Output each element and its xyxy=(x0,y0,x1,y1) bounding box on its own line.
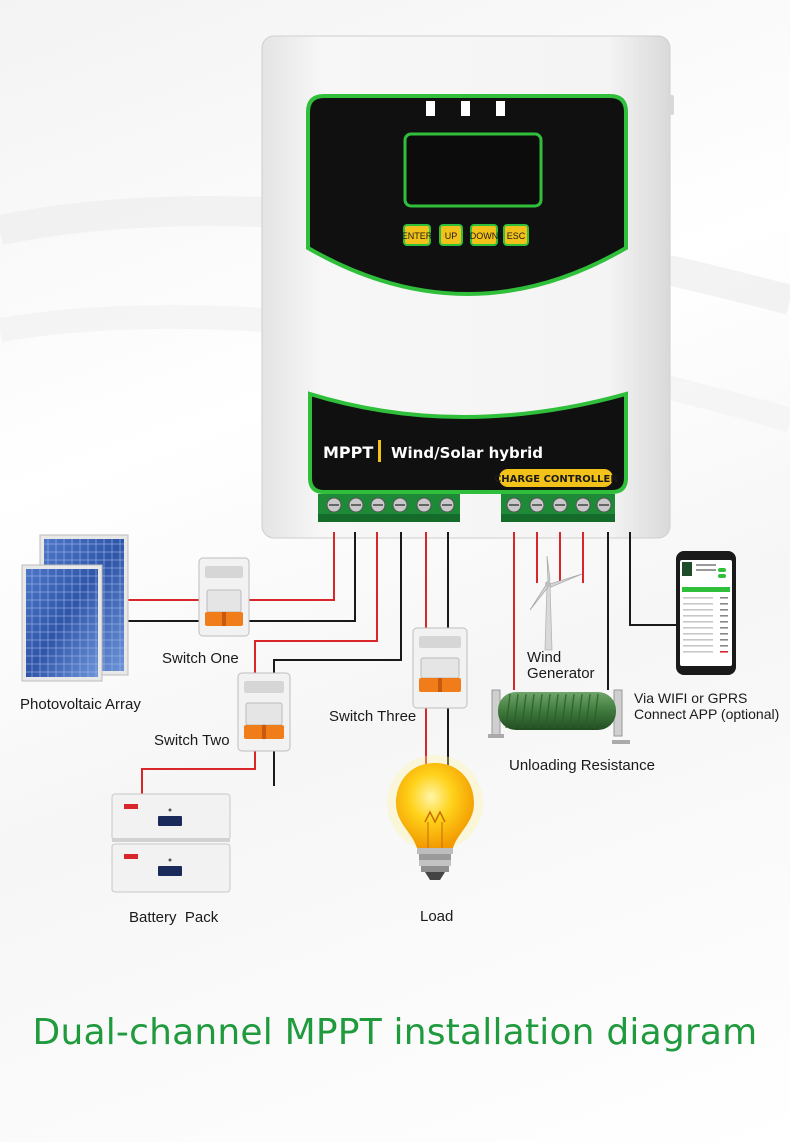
svg-text:UP: UP xyxy=(445,231,458,241)
switch-two-breaker[interactable] xyxy=(237,672,291,752)
product-subtitle: Wind/Solar hybrid xyxy=(391,444,543,462)
svg-text:ENTER: ENTER xyxy=(402,231,433,241)
wire-battery-positive xyxy=(141,748,256,796)
svg-text:ESC: ESC xyxy=(507,231,526,241)
resistor-icon xyxy=(488,689,630,744)
wire-switch-two-negative xyxy=(273,532,402,675)
charge-controller: ENTER UP DOWN ESC MPPT Wind/Solar hybrid… xyxy=(261,35,674,539)
enter-button[interactable]: ENTER xyxy=(402,224,433,246)
wind-turbine-icon xyxy=(529,555,583,651)
lcd-screen xyxy=(403,132,543,208)
indicator-led-1 xyxy=(426,101,435,116)
charge-controller-banner: CHARGE CONTROLLER xyxy=(494,474,618,485)
up-button[interactable]: UP xyxy=(439,224,463,246)
page-title: Dual-channel MPPT installation diagram xyxy=(32,1012,758,1053)
app-connection-label: Via WIFI or GPRS Connect APP (optional) xyxy=(634,690,780,722)
switch-three-label: Switch Three xyxy=(329,708,417,725)
right-terminal-block xyxy=(501,494,615,522)
switch-three-breaker[interactable] xyxy=(412,627,468,709)
wind-generator-label: Wind Generator xyxy=(527,649,595,682)
battery-icon xyxy=(111,793,231,893)
wiring xyxy=(126,532,680,796)
switch-one-breaker[interactable] xyxy=(198,557,250,637)
smartphone-icon xyxy=(676,551,736,675)
switch-two-label: Switch Two xyxy=(154,732,230,749)
switch-one-label: Switch One xyxy=(162,650,239,667)
svg-text:DOWN: DOWN xyxy=(470,231,499,241)
wire-switch-one-positive xyxy=(246,532,335,601)
wire-app xyxy=(629,532,680,626)
wire-switch-one-negative xyxy=(246,532,356,622)
indicator-led-2 xyxy=(461,101,470,116)
solar-panel-icon xyxy=(21,534,129,682)
esc-button[interactable]: ESC xyxy=(503,224,529,246)
indicator-led-3 xyxy=(496,101,505,116)
down-button[interactable]: DOWN xyxy=(470,224,499,246)
battery-pack-label: Battery Pack xyxy=(129,909,219,926)
light-bulb-icon xyxy=(387,755,483,880)
photovoltaic-array-label: Photovoltaic Array xyxy=(20,696,141,713)
mppt-badge: MPPT xyxy=(323,443,373,462)
wire-switch-two-positive xyxy=(254,532,378,675)
unloading-resistance-label: Unloading Resistance xyxy=(509,757,655,774)
load-label: Load xyxy=(420,908,454,925)
left-terminal-block xyxy=(318,494,460,522)
